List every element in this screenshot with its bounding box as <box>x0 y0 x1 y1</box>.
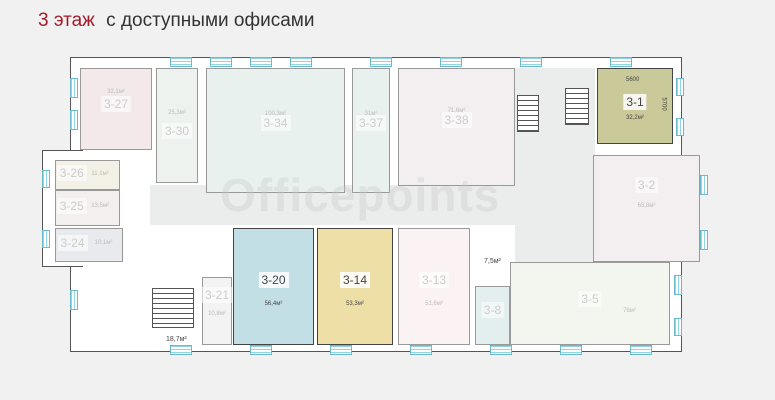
room-area: 100,3м² <box>264 110 287 117</box>
stair-area-label: 18,7м² <box>166 336 187 343</box>
page-title: 3 этаж с доступными офисами <box>38 10 314 32</box>
room-area: 51,6м² <box>425 301 443 308</box>
window <box>250 57 272 67</box>
floor-number: 3 этаж <box>38 10 95 31</box>
room-area: 76м² <box>623 307 636 314</box>
window <box>70 110 78 130</box>
room-area: 13,5м² <box>91 202 109 209</box>
window <box>330 345 352 355</box>
room-3-5[interactable]: 3-5 76м² <box>510 262 670 345</box>
watermark: Officepoints <box>220 169 501 221</box>
hall-area-label: 7,5м² <box>484 258 501 265</box>
room-3-21[interactable]: 3-21 10,8м² <box>201 277 233 345</box>
room-label: 3-13 <box>418 271 450 288</box>
window <box>70 290 78 310</box>
room-3-14[interactable]: 3-14 53,3м² <box>317 228 393 345</box>
room-area: 10,1м² <box>94 240 113 247</box>
floor-subtitle: с доступными офисами <box>106 10 315 31</box>
room-3-25[interactable]: 3-25 13,5м² <box>55 190 120 226</box>
room-area: 11,1м² <box>91 170 109 177</box>
room-label: 3-21 <box>201 286 233 303</box>
room-label: 3-24 <box>57 235 88 252</box>
room-label: 3-26 <box>56 165 87 182</box>
window <box>610 57 632 67</box>
room-label: 3-30 <box>161 123 193 140</box>
window <box>560 345 582 355</box>
window <box>290 57 312 67</box>
window <box>676 118 684 136</box>
window <box>370 57 392 67</box>
window <box>700 230 708 250</box>
window <box>630 345 652 355</box>
room-3-24[interactable]: 3-24 10,1м² <box>55 228 123 262</box>
room-area: 32,2м² <box>626 114 644 121</box>
room-label: 3-5 <box>578 290 602 307</box>
room-3-8[interactable]: 3-8 <box>475 286 510 345</box>
room-area: 31м² <box>364 110 378 117</box>
room-label: 3-38 <box>441 112 472 129</box>
window <box>700 175 708 195</box>
window <box>250 345 272 355</box>
window <box>520 57 542 67</box>
room-3-30[interactable]: 3-30 25,3м² <box>156 68 198 183</box>
room-3-20[interactable]: 3-20 56,4м² <box>233 228 314 345</box>
room-label: 3-25 <box>56 197 87 214</box>
window <box>210 57 232 67</box>
room-label: 3-2 <box>634 177 659 194</box>
room-label: 3-27 <box>100 96 132 113</box>
room-label: 3-1 <box>623 93 647 110</box>
window <box>42 170 50 188</box>
window <box>674 275 682 295</box>
room-area: 32,1м² <box>107 89 125 95</box>
room-label: 3-34 <box>260 115 291 132</box>
room-3-2[interactable]: 3-2 63,8м² <box>593 155 700 262</box>
room-3-13[interactable]: 3-13 51,6м² <box>398 228 470 345</box>
window <box>42 230 50 248</box>
window <box>490 345 512 355</box>
staircase-top <box>565 88 589 125</box>
room-area: 25,3м² <box>168 109 186 116</box>
window <box>170 345 192 355</box>
window <box>170 57 192 67</box>
window <box>674 318 682 336</box>
room-area: 10,8м² <box>208 311 226 317</box>
room-area: 63,8м² <box>637 203 656 210</box>
room-label: 3-8 <box>480 301 505 318</box>
room-3-1[interactable]: 3-1 32,2м² 5600 5700 <box>597 68 673 144</box>
room-area: 56,4м² <box>264 301 283 308</box>
window <box>676 78 684 96</box>
window <box>410 345 432 355</box>
room-label: 3-37 <box>355 115 387 132</box>
room-label: 3-14 <box>339 271 371 288</box>
window <box>70 78 78 98</box>
room-label: 3-20 <box>258 271 289 288</box>
dimension-height: 5700 <box>660 97 667 111</box>
room-3-26[interactable]: 3-26 11,1м² <box>55 160 120 190</box>
room-area: 53,3м² <box>346 301 364 308</box>
room-area: 71,6м² <box>447 108 466 115</box>
window <box>440 57 462 67</box>
staircase-bottom <box>152 288 194 328</box>
dimension-width: 5600 <box>626 77 640 83</box>
staircase-top <box>517 95 539 132</box>
